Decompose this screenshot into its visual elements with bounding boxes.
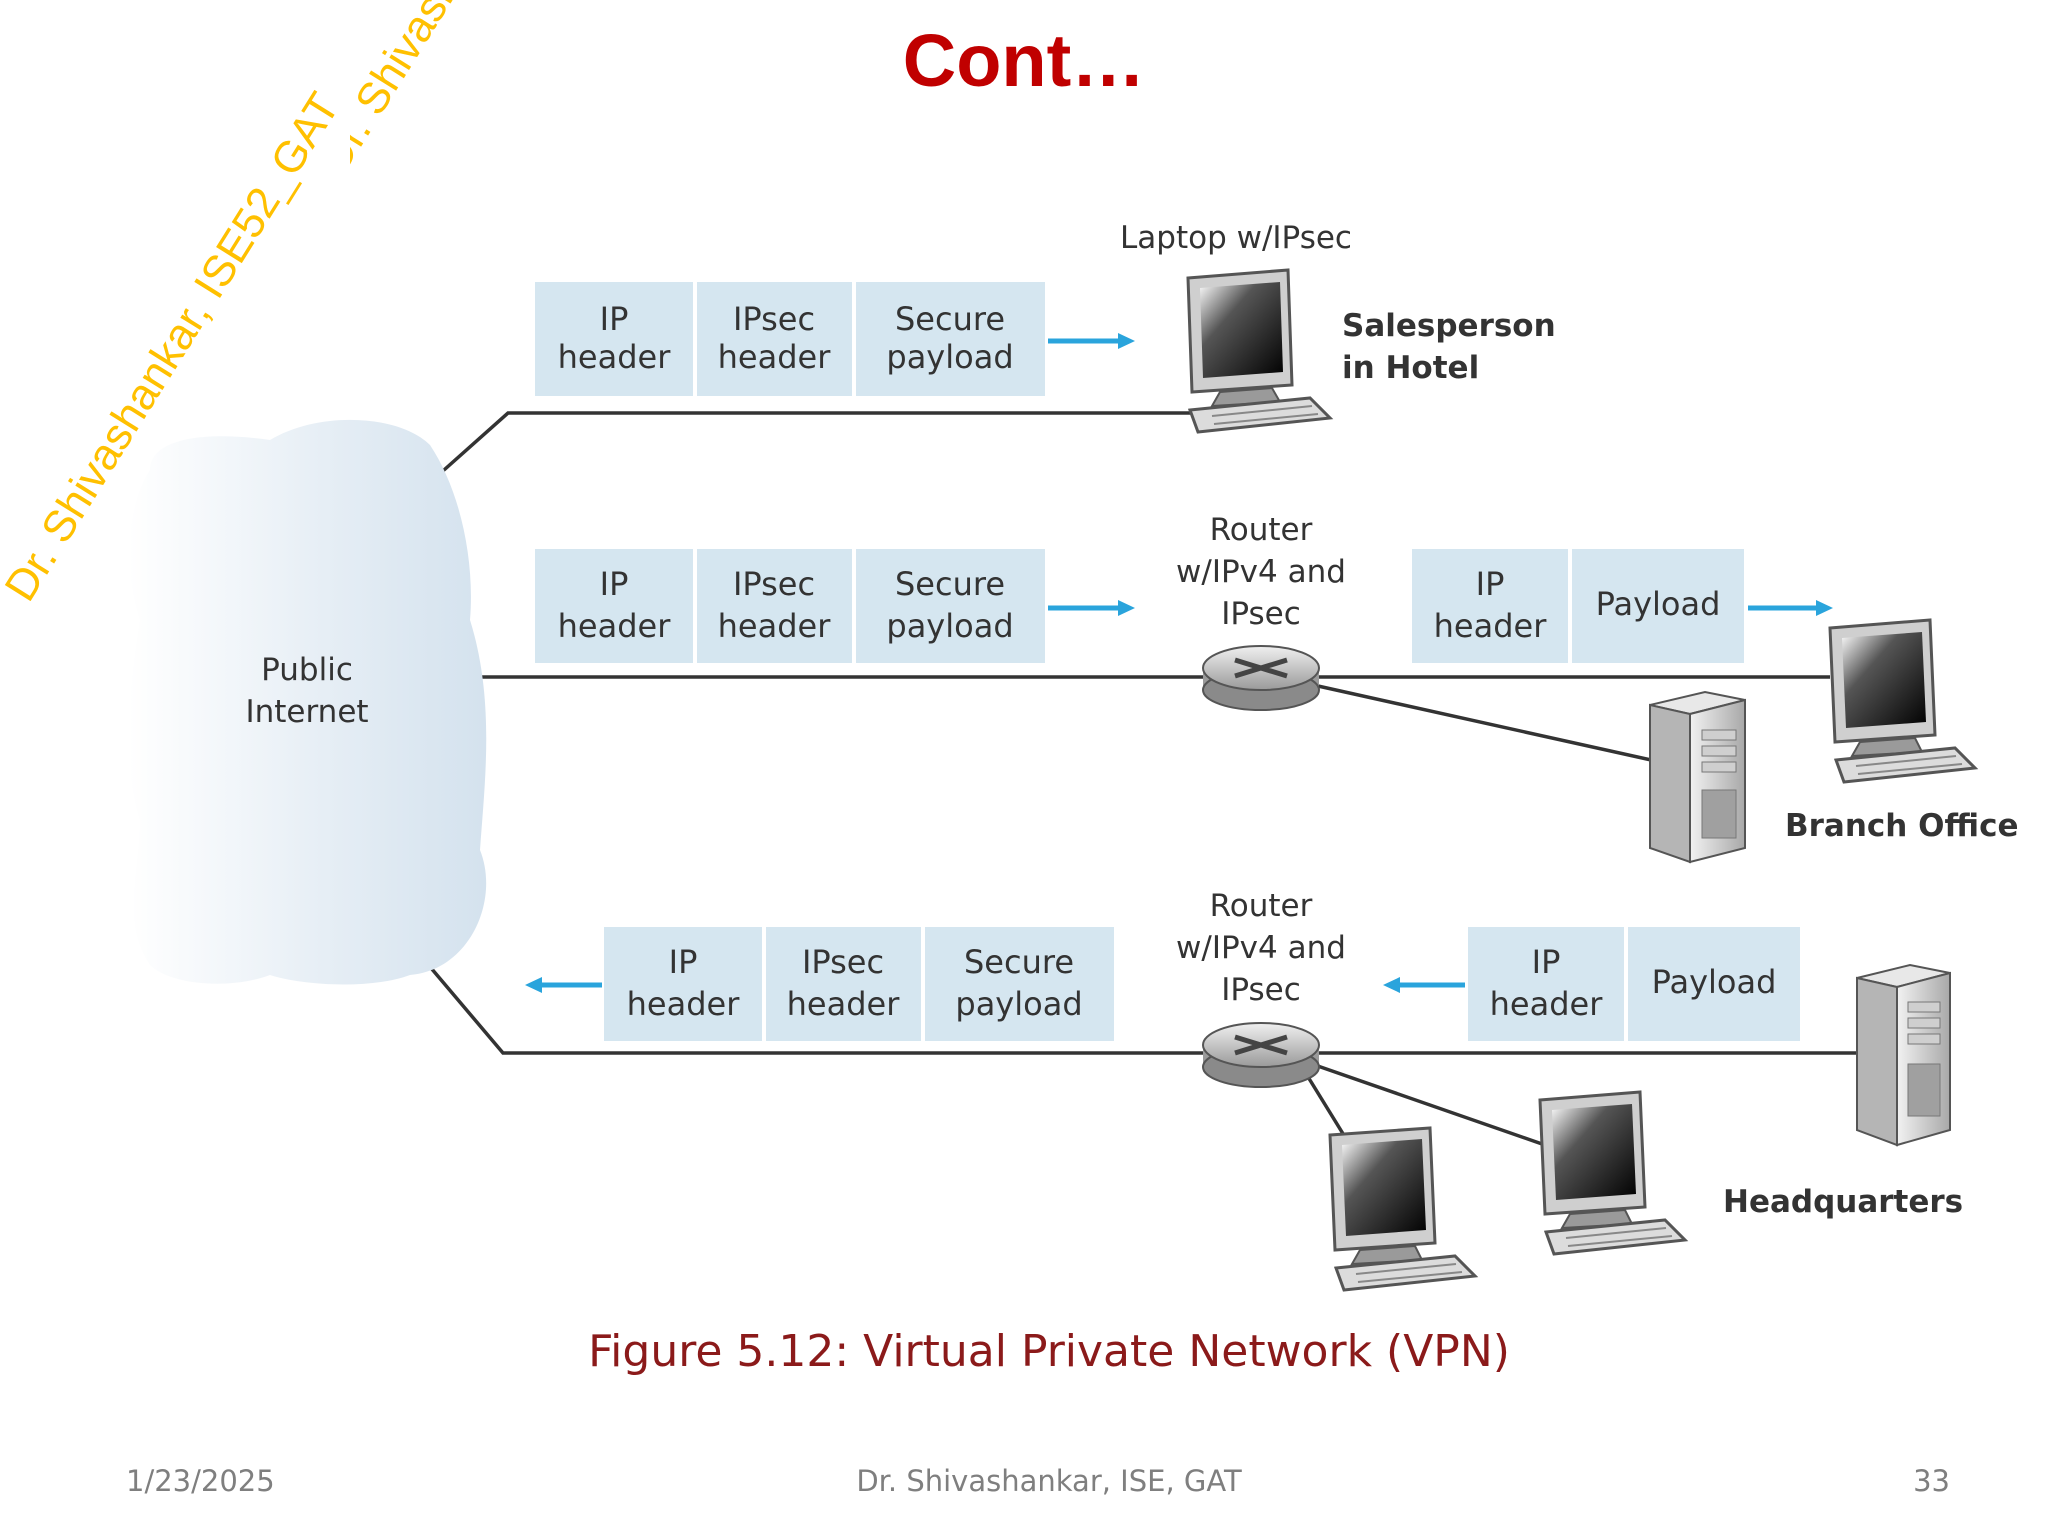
arrow-right-icon	[1048, 333, 1135, 349]
packet-field-secure-payload	[925, 927, 1114, 1041]
packet-field-ip-header	[1468, 927, 1624, 1041]
packet-field-label: IP	[600, 565, 629, 603]
salesperson-label: Salesperson	[1342, 308, 1556, 344]
watermark-mask	[0, 110, 350, 230]
slide-title: Cont…	[902, 19, 1146, 102]
footer-date: 1/23/2025	[126, 1464, 275, 1498]
public-internet-cloud: Public Internet	[128, 419, 487, 985]
link-router-hq-pc1	[1303, 1071, 1347, 1138]
salesperson-label: in Hotel	[1342, 350, 1479, 386]
packet-field-payload	[1628, 927, 1800, 1041]
packet-field-payload	[1572, 549, 1744, 663]
packet-field-ipsec-header	[697, 282, 852, 396]
packet-field-secure-payload	[856, 549, 1045, 663]
arrow-left-icon	[525, 977, 602, 993]
desktop-computer-icon	[1828, 618, 1979, 784]
packet-field-label: payload	[886, 338, 1013, 376]
cloud-label: Public	[261, 652, 353, 688]
footer-author: Dr. Shivashankar, ISE, GAT	[856, 1464, 1242, 1498]
packet-field-label: header	[627, 985, 741, 1023]
desktop-computer-icon	[1328, 1126, 1479, 1292]
packet-field-label: Payload	[1596, 585, 1721, 623]
server-tower-icon	[1856, 963, 1951, 1147]
packet-bottom-secure: IP header IPsec header Secure payload	[525, 927, 1114, 1041]
packet-field-label: header	[1490, 985, 1604, 1023]
page-number: 33	[1913, 1464, 1950, 1498]
packet-field-label: IPsec	[733, 300, 815, 338]
arrow-right-icon	[1748, 600, 1833, 616]
link-router-branch-server	[1299, 680, 1661, 764]
packet-field-label: header	[718, 338, 832, 376]
link-internet-laptop	[433, 411, 1200, 480]
router-icon	[1202, 645, 1320, 711]
packet-field-label: IP	[669, 943, 698, 981]
packet-field-label: header	[787, 985, 901, 1023]
server-tower-icon	[1649, 690, 1746, 864]
laptop-computer-icon	[1186, 268, 1334, 434]
packet-bottom-plain: IP header Payload	[1383, 927, 1800, 1041]
router-label: Router	[1210, 512, 1313, 548]
packet-top-secure: IP header IPsec header Secure payload	[535, 282, 1135, 396]
arrow-left-icon	[1383, 977, 1465, 993]
packet-field-ip-header	[535, 549, 693, 663]
packet-field-label: IP	[1476, 565, 1505, 603]
packet-field-label: header	[718, 607, 832, 645]
packet-field-label: Secure	[895, 300, 1005, 338]
packet-field-label: IP	[600, 300, 629, 338]
packet-field-label: IPsec	[733, 565, 815, 603]
packet-field-ip-header	[535, 282, 693, 396]
packet-field-label: header	[558, 607, 672, 645]
packet-field-label: payload	[886, 607, 1013, 645]
laptop-label: Laptop w/IPsec	[1120, 220, 1352, 256]
packet-middle-plain: IP header Payload	[1412, 549, 1833, 663]
figure-caption: Figure 5.12: Virtual Private Network (VP…	[588, 1326, 1510, 1377]
headquarters-label: Headquarters	[1723, 1184, 1963, 1220]
link-internet-router-hq	[418, 953, 1860, 1055]
router-label: IPsec	[1221, 972, 1301, 1008]
branch-office-label: Branch Office	[1785, 808, 2018, 844]
packet-field-label: Secure	[964, 943, 1074, 981]
router-label: w/IPv4 and	[1176, 554, 1346, 590]
cloud-label: Internet	[245, 694, 368, 730]
packet-field-ip-header	[1412, 549, 1568, 663]
packet-field-label: IPsec	[802, 943, 884, 981]
packet-field-secure-payload	[856, 282, 1045, 396]
packet-field-label: Secure	[895, 565, 1005, 603]
desktop-computer-icon	[1538, 1090, 1689, 1256]
router-label: w/IPv4 and	[1176, 930, 1346, 966]
packet-field-ip-header	[604, 927, 762, 1041]
link-router-hq-pc2	[1311, 1062, 1546, 1147]
packet-field-ipsec-header	[697, 549, 852, 663]
packet-field-label: header	[1434, 607, 1548, 645]
packet-field-ipsec-header	[766, 927, 921, 1041]
router-icon	[1202, 1022, 1320, 1088]
router-label: Router	[1210, 888, 1313, 924]
packet-field-label: Payload	[1652, 963, 1777, 1001]
network-links	[418, 411, 1860, 1147]
packet-field-label: payload	[955, 985, 1082, 1023]
arrow-right-icon	[1048, 600, 1135, 616]
router-label: IPsec	[1221, 596, 1301, 632]
packet-field-label: IP	[1532, 943, 1561, 981]
packet-middle-secure: IP header IPsec header Secure payload	[535, 549, 1135, 663]
packet-field-label: header	[558, 338, 672, 376]
